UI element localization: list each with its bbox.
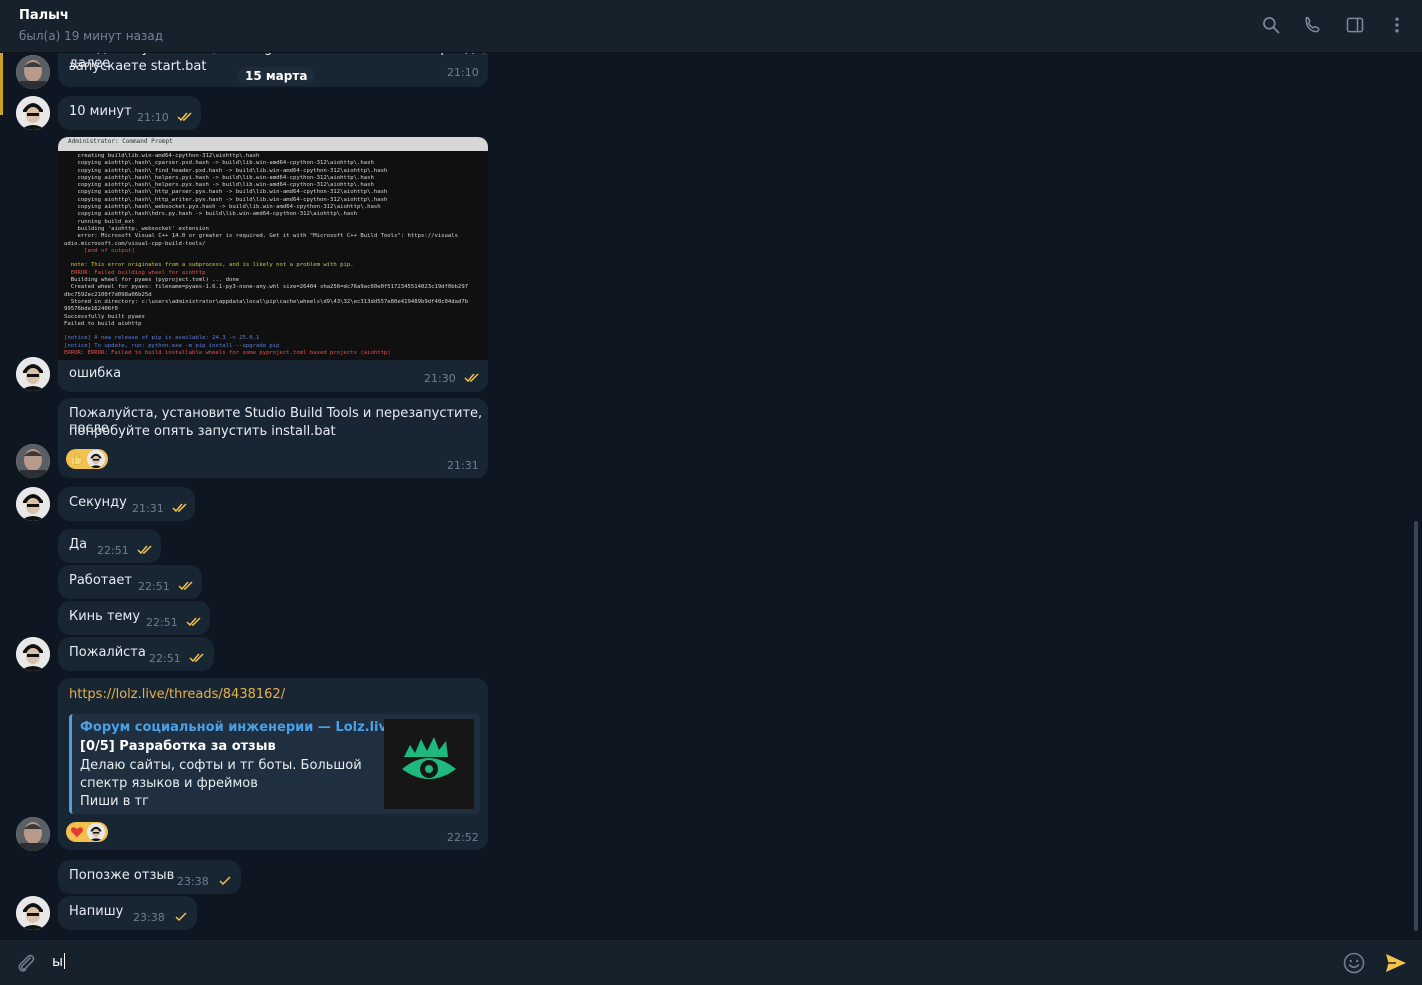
message-time: 22:51 [149, 652, 181, 665]
link-preview-thumbnail [384, 719, 474, 809]
message-text: ошибка [69, 366, 122, 381]
attach-icon[interactable] [15, 952, 37, 974]
avatar-me[interactable] [16, 896, 50, 930]
message-time: 22:51 [97, 544, 129, 557]
message-time: 21:30 [424, 372, 456, 385]
message-time: 21:10 [447, 66, 479, 79]
message-text: запускаете start.bat [69, 59, 207, 74]
avatar-sender[interactable] [16, 55, 50, 89]
message-text: ожидаете установки, в config.ini меняете… [69, 53, 487, 71]
message-bubble[interactable]: Напишу 23:38 [58, 896, 197, 930]
message-text: Пожалйста [69, 645, 146, 660]
message-composer: ы [0, 939, 1422, 985]
message-bubble[interactable]: 10 минут 21:10 [58, 96, 201, 130]
search-icon[interactable] [1260, 14, 1282, 36]
message-text: Да [69, 537, 88, 552]
avatar-me[interactable] [16, 637, 50, 671]
read-double-check-icon [178, 581, 194, 591]
read-double-check-icon [186, 617, 202, 627]
read-double-check-icon [172, 503, 188, 513]
date-separator: 15 марта [237, 67, 316, 85]
more-vertical-icon[interactable] [1386, 14, 1408, 36]
thumbs-up-reaction-icon[interactable] [69, 451, 85, 467]
read-double-check-icon [177, 112, 193, 122]
unread-accent-bar [0, 53, 3, 115]
chat-title[interactable]: Палыч [19, 8, 69, 23]
message-bubble[interactable]: Попозже отзыв 23:38 [58, 860, 241, 894]
link-preview-title: [0/5] Разработка за отзыв [80, 739, 276, 754]
message-text: попробуйте опять запустить install.bat [69, 424, 336, 439]
screenshot-window-titlebar: Administrator: Command Prompt [58, 137, 488, 151]
message-text: Кинь тему [69, 609, 141, 624]
sidebar-toggle-icon[interactable] [1344, 14, 1366, 36]
reactions-bar[interactable] [66, 822, 108, 842]
heart-reaction-icon[interactable] [69, 824, 85, 840]
sent-single-check-icon [173, 912, 189, 922]
message-list[interactable]: ожидаете установки, в config.ini меняете… [0, 53, 1422, 938]
reaction-avatar [87, 450, 105, 468]
message-time: 22:51 [146, 616, 178, 629]
message-bubble[interactable]: Секунду 21:31 [58, 487, 195, 521]
emoji-icon[interactable] [1342, 951, 1366, 975]
message-bubble[interactable]: Работает 22:51 [58, 565, 202, 599]
header-actions [1260, 14, 1408, 36]
avatar-me[interactable] [16, 96, 50, 130]
screenshot-console-text: creating build\lib.win-amd64-cpython-312… [64, 153, 469, 357]
message-bubble[interactable]: Пожалуйста, установите Studio Build Tool… [58, 398, 488, 478]
message-bubble[interactable]: Да 22:51 [58, 529, 161, 563]
message-text: Пожалуйста, установите Studio Build Tool… [69, 406, 483, 436]
message-time: 23:38 [133, 911, 165, 924]
sent-single-check-icon [217, 876, 233, 886]
message-bubble[interactable]: Кинь тему 22:51 [58, 601, 210, 635]
link-message-bubble[interactable]: https://lolz.live/threads/8438162/ Форум… [58, 678, 488, 850]
message-link[interactable]: https://lolz.live/threads/8438162/ [69, 687, 286, 702]
message-text: Секунду [69, 495, 127, 510]
message-text: Напишу [69, 904, 124, 919]
message-bubble[interactable]: Пожалйста 22:51 [58, 637, 214, 671]
phone-icon[interactable] [1302, 14, 1324, 36]
reactions-bar[interactable] [66, 449, 108, 469]
reaction-avatar [87, 823, 105, 841]
link-preview-site: Форум социальной инженерии — Lolz.live..… [80, 720, 411, 735]
avatar-me[interactable] [16, 357, 50, 391]
read-double-check-icon [137, 545, 153, 555]
message-time: 22:52 [447, 831, 479, 844]
image-attachment[interactable]: Administrator: Command Prompt creating b… [58, 137, 488, 360]
message-bubble[interactable]: ошибка 21:30 [58, 360, 488, 392]
link-preview-card[interactable]: Форум социальной инженерии — Lolz.live..… [69, 714, 480, 814]
link-preview-description: Делаю сайты, софты и тг боты. Большой сп… [80, 758, 362, 809]
message-input[interactable]: ы [52, 953, 66, 970]
message-time: 21:10 [137, 111, 169, 124]
message-text: Попозже отзыв [69, 868, 175, 883]
avatar-sender[interactable] [16, 444, 50, 478]
message-text: 10 минут [69, 104, 132, 119]
avatar-me[interactable] [16, 487, 50, 521]
message-time: 21:31 [447, 459, 479, 472]
read-double-check-icon [189, 653, 205, 663]
read-double-check-icon [464, 373, 480, 383]
scrollbar-thumb[interactable] [1414, 521, 1418, 931]
text-caret [64, 953, 66, 969]
message-time: 21:31 [132, 502, 164, 515]
message-time: 22:51 [138, 580, 170, 593]
chat-header: Палыч был(а) 19 минут назад [0, 0, 1422, 53]
last-seen-status: был(а) 19 минут назад [19, 29, 163, 43]
avatar-sender[interactable] [16, 817, 50, 851]
send-icon[interactable] [1384, 951, 1408, 975]
message-text: Работает [69, 573, 132, 588]
message-time: 23:38 [177, 875, 209, 888]
